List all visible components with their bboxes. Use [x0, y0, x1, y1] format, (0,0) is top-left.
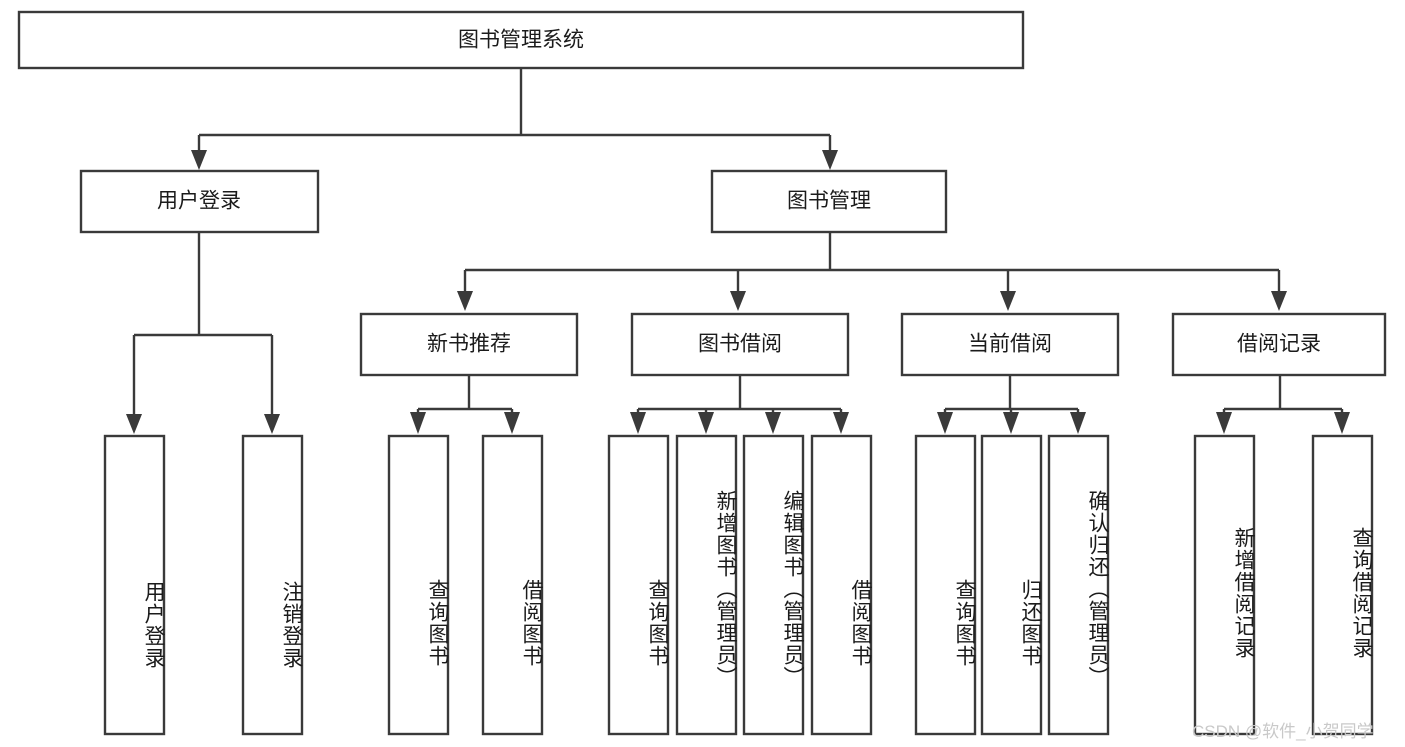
arrow-user-login-to-leaf-1 [126, 414, 142, 434]
label-root: 图书管理系统 [458, 29, 584, 52]
arrow-bb-to-leaf-4 [833, 412, 849, 434]
arrow-cb-to-leaf-2 [1003, 412, 1019, 434]
arrow-cb-to-leaf-1 [937, 412, 953, 434]
node-box-group [17, 10, 1387, 736]
node-root[interactable] [17, 10, 1025, 70]
arrow-cb-to-leaf-3 [1070, 412, 1086, 434]
label-borrow-record: 借阅记录 [1237, 333, 1321, 356]
label-user-login: 用户登录 [157, 190, 241, 213]
node-leaf-add-book[interactable] [675, 434, 738, 736]
node-leaf-query-book-1[interactable] [387, 434, 450, 736]
node-leaf-query-record[interactable] [1311, 434, 1374, 736]
node-leaf-user-login[interactable] [103, 434, 166, 736]
node-new-book-recommend[interactable] [359, 312, 579, 377]
node-book-management[interactable] [710, 169, 948, 234]
arrow-bm-to-borrow-record [1271, 291, 1287, 311]
arrow-br-to-leaf-2 [1334, 412, 1350, 434]
node-book-borrow[interactable] [630, 312, 850, 377]
horizontal-label-group: 图书管理系统 用户登录 图书管理 新书推荐 图书借阅 当前借阅 借阅记录 [157, 29, 1321, 356]
node-leaf-edit-book[interactable] [742, 434, 805, 736]
arrow-nbr-to-leaf-1 [410, 412, 426, 434]
label-book-borrow: 图书借阅 [698, 333, 782, 356]
node-leaf-borrow-book-1[interactable] [481, 434, 544, 736]
label-new-book-recommend: 新书推荐 [427, 333, 511, 356]
arrow-bb-to-leaf-2 [698, 412, 714, 434]
label-book-management: 图书管理 [787, 190, 871, 213]
node-leaf-confirm-return[interactable] [1047, 434, 1110, 736]
node-user-login[interactable] [79, 169, 320, 234]
arrow-nbr-to-leaf-2 [504, 412, 520, 434]
arrow-br-to-leaf-1 [1216, 412, 1232, 434]
node-leaf-add-record[interactable] [1193, 434, 1256, 736]
node-borrow-record[interactable] [1171, 312, 1387, 377]
arrow-root-to-book-management [822, 150, 838, 170]
node-leaf-logout-login[interactable] [241, 434, 304, 736]
arrow-bm-to-current-borrow [1000, 291, 1016, 311]
edge-group [126, 68, 1350, 434]
node-leaf-query-book-3[interactable] [914, 434, 977, 736]
arrow-bm-to-book-borrow [730, 291, 746, 311]
label-current-borrow: 当前借阅 [968, 333, 1052, 356]
node-current-borrow[interactable] [900, 312, 1120, 377]
node-leaf-return-book[interactable] [980, 434, 1043, 736]
arrow-bm-to-new-book-recommend [457, 291, 473, 311]
arrow-bb-to-leaf-1 [630, 412, 646, 434]
arrow-bb-to-leaf-3 [765, 412, 781, 434]
node-leaf-query-book-2[interactable] [607, 434, 670, 736]
arrow-root-to-user-login [191, 150, 207, 170]
node-leaf-borrow-book-2[interactable] [810, 434, 873, 736]
arrow-user-login-to-leaf-2 [264, 414, 280, 434]
